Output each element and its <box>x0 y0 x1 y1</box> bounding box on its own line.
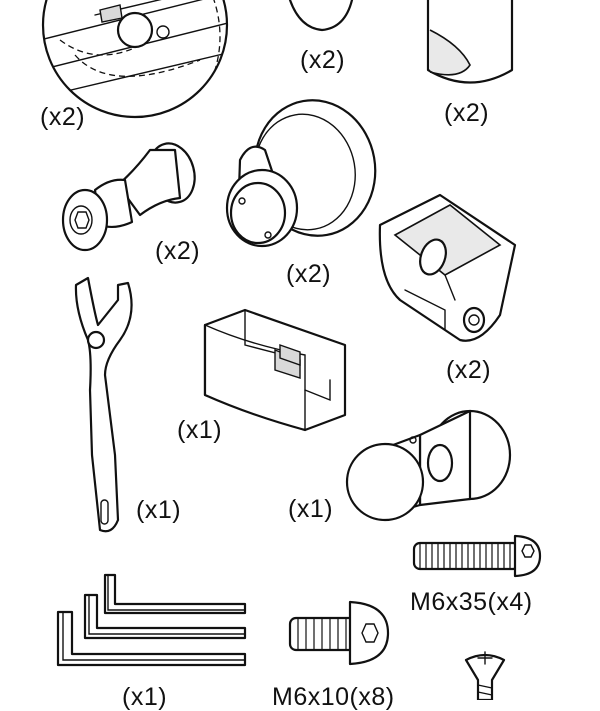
small-knob-drawing <box>61 142 196 252</box>
fitting-detail-drawing <box>41 0 229 119</box>
roller-wheel-quantity: (x2) <box>286 260 332 288</box>
hex-key-set-drawing <box>56 573 247 667</box>
pin-spanner-quantity: (x1) <box>136 496 182 524</box>
floor-guide-drawing <box>203 308 347 432</box>
door-knob-pair-quantity: (x1) <box>288 495 334 523</box>
floor-guide-quantity: (x1) <box>177 416 223 444</box>
clamp-bracket-drawing <box>378 193 517 342</box>
roller-wheel-drawing <box>225 99 377 248</box>
long-screw-drawing <box>412 534 542 578</box>
hex-key-set-quantity: (x1) <box>122 683 168 711</box>
fitting-detail-quantity: (x2) <box>40 103 86 131</box>
long-screw-quantity: M6x35(x4) <box>410 588 533 616</box>
clamp-bracket-quantity: (x2) <box>446 356 492 384</box>
door-knob-pair-drawing <box>345 409 512 522</box>
small-knob-quantity: (x2) <box>155 237 201 265</box>
cylinder-sleeve-drawing <box>426 0 514 84</box>
countersunk-screw-drawing <box>464 651 506 700</box>
oval-cap-drawing <box>288 0 354 32</box>
short-screw-quantity: M6x10(x8) <box>272 683 395 711</box>
pin-spanner-drawing <box>74 276 133 533</box>
oval-cap-quantity: (x2) <box>300 46 346 74</box>
cylinder-sleeve-quantity: (x2) <box>444 99 490 127</box>
short-screw-drawing <box>288 600 390 666</box>
